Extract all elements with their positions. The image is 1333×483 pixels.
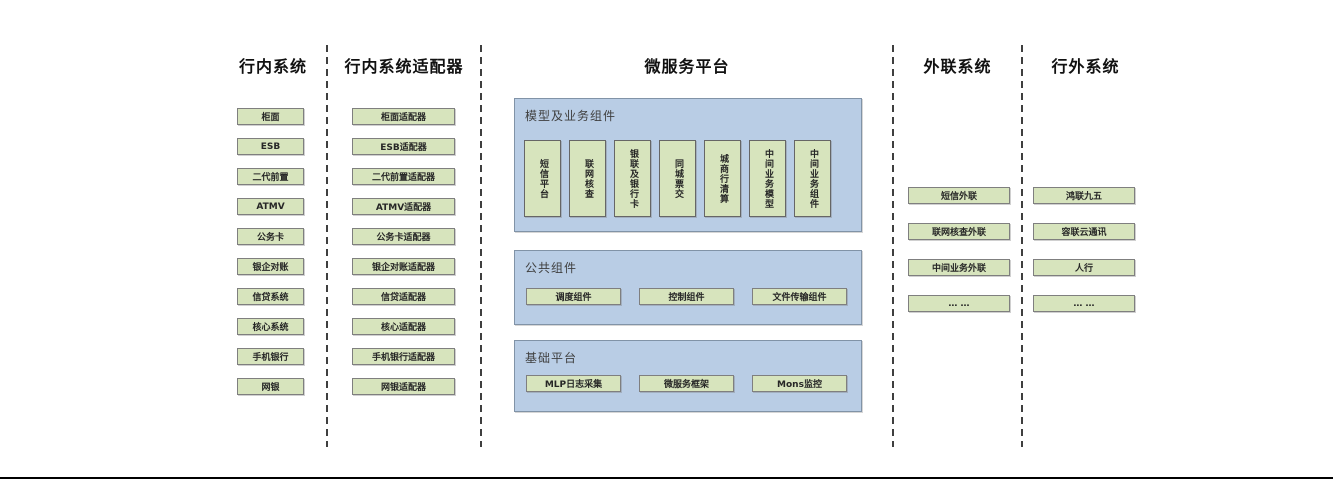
outbank-node: … … bbox=[1033, 295, 1135, 312]
external-node: … … bbox=[908, 295, 1010, 312]
adapter-node: 柜面适配器 bbox=[352, 108, 455, 125]
platform-node: MLP日志采集 bbox=[526, 375, 621, 392]
platform-node: 微服务框架 bbox=[639, 375, 734, 392]
inbank-node: 核心系统 bbox=[237, 318, 304, 335]
platform-node: 短信平台 bbox=[524, 140, 561, 217]
group-model-title: 模型及业务组件 bbox=[525, 109, 617, 123]
inbank-node: 公务卡 bbox=[237, 228, 304, 245]
outbank-node: 鸿联九五 bbox=[1033, 187, 1135, 204]
group-base-title: 基础平台 bbox=[525, 351, 578, 365]
platform-node: 联网核查 bbox=[569, 140, 606, 217]
divider-external-outbank bbox=[1021, 45, 1023, 447]
adapter-node: ESB适配器 bbox=[352, 138, 455, 155]
divider-platform-external bbox=[892, 45, 894, 447]
adapter-node: 银企对账适配器 bbox=[352, 258, 455, 275]
platform-node: 调度组件 bbox=[526, 288, 621, 305]
adapter-node: 核心适配器 bbox=[352, 318, 455, 335]
platform-group-common: 公共组件 调度组件 控制组件 文件传输组件 bbox=[514, 250, 862, 325]
inbank-node: 网银 bbox=[237, 378, 304, 395]
inbank-node: 手机银行 bbox=[237, 348, 304, 365]
outbank-node: 容联云通讯 bbox=[1033, 223, 1135, 240]
inbank-column: 柜面 ESB 二代前置 ATMV 公务卡 银企对账 信贷系统 核心系统 手机银行… bbox=[237, 108, 304, 395]
group-common-title: 公共组件 bbox=[525, 261, 578, 275]
inbank-node: 柜面 bbox=[237, 108, 304, 125]
platform-node: 银联及银行卡 bbox=[614, 140, 651, 217]
group-common-nodes: 调度组件 控制组件 文件传输组件 bbox=[526, 288, 847, 305]
inbank-node: 信贷系统 bbox=[237, 288, 304, 305]
adapter-node: 公务卡适配器 bbox=[352, 228, 455, 245]
header-platform: 微服务平台 bbox=[644, 57, 730, 76]
external-node: 联网核查外联 bbox=[908, 223, 1010, 240]
adapter-column: 柜面适配器 ESB适配器 二代前置适配器 ATMV适配器 公务卡适配器 银企对账… bbox=[352, 108, 455, 395]
platform-group-model: 模型及业务组件 短信平台 联网核查 银联及银行卡 同城票交 城商行清算 中间业务… bbox=[514, 98, 862, 232]
inbank-node: ATMV bbox=[237, 198, 304, 215]
external-node: 中间业务外联 bbox=[908, 259, 1010, 276]
inbank-node: 银企对账 bbox=[237, 258, 304, 275]
outbank-node: 人行 bbox=[1033, 259, 1135, 276]
platform-node: 文件传输组件 bbox=[752, 288, 847, 305]
external-node: 短信外联 bbox=[908, 187, 1010, 204]
platform-node: 同城票交 bbox=[659, 140, 696, 217]
header-external: 外联系统 bbox=[923, 57, 992, 76]
bottom-rule bbox=[0, 477, 1333, 479]
platform-node: 控制组件 bbox=[639, 288, 734, 305]
adapter-node: 网银适配器 bbox=[352, 378, 455, 395]
group-base-nodes: MLP日志采集 微服务框架 Mons监控 bbox=[526, 375, 847, 392]
platform-node: 中间业务组件 bbox=[794, 140, 831, 217]
divider-adapter-platform bbox=[480, 45, 482, 447]
group-model-nodes: 短信平台 联网核查 银联及银行卡 同城票交 城商行清算 中间业务模型 中间业务组… bbox=[524, 140, 831, 217]
adapter-node: 二代前置适配器 bbox=[352, 168, 455, 185]
header-inbank: 行内系统 bbox=[238, 57, 307, 76]
divider-inbank-adapter bbox=[326, 45, 328, 447]
platform-node: Mons监控 bbox=[752, 375, 847, 392]
adapter-node: 手机银行适配器 bbox=[352, 348, 455, 365]
header-adapter: 行内系统适配器 bbox=[344, 57, 464, 76]
adapter-node: 信贷适配器 bbox=[352, 288, 455, 305]
external-column: 短信外联 联网核查外联 中间业务外联 … … bbox=[908, 187, 1010, 312]
header-outbank: 行外系统 bbox=[1051, 57, 1120, 76]
inbank-node: ESB bbox=[237, 138, 304, 155]
platform-node: 城商行清算 bbox=[704, 140, 741, 217]
outbank-column: 鸿联九五 容联云通讯 人行 … … bbox=[1033, 187, 1135, 312]
adapter-node: ATMV适配器 bbox=[352, 198, 455, 215]
platform-node: 中间业务模型 bbox=[749, 140, 786, 217]
platform-group-base: 基础平台 MLP日志采集 微服务框架 Mons监控 bbox=[514, 340, 862, 412]
inbank-node: 二代前置 bbox=[237, 168, 304, 185]
